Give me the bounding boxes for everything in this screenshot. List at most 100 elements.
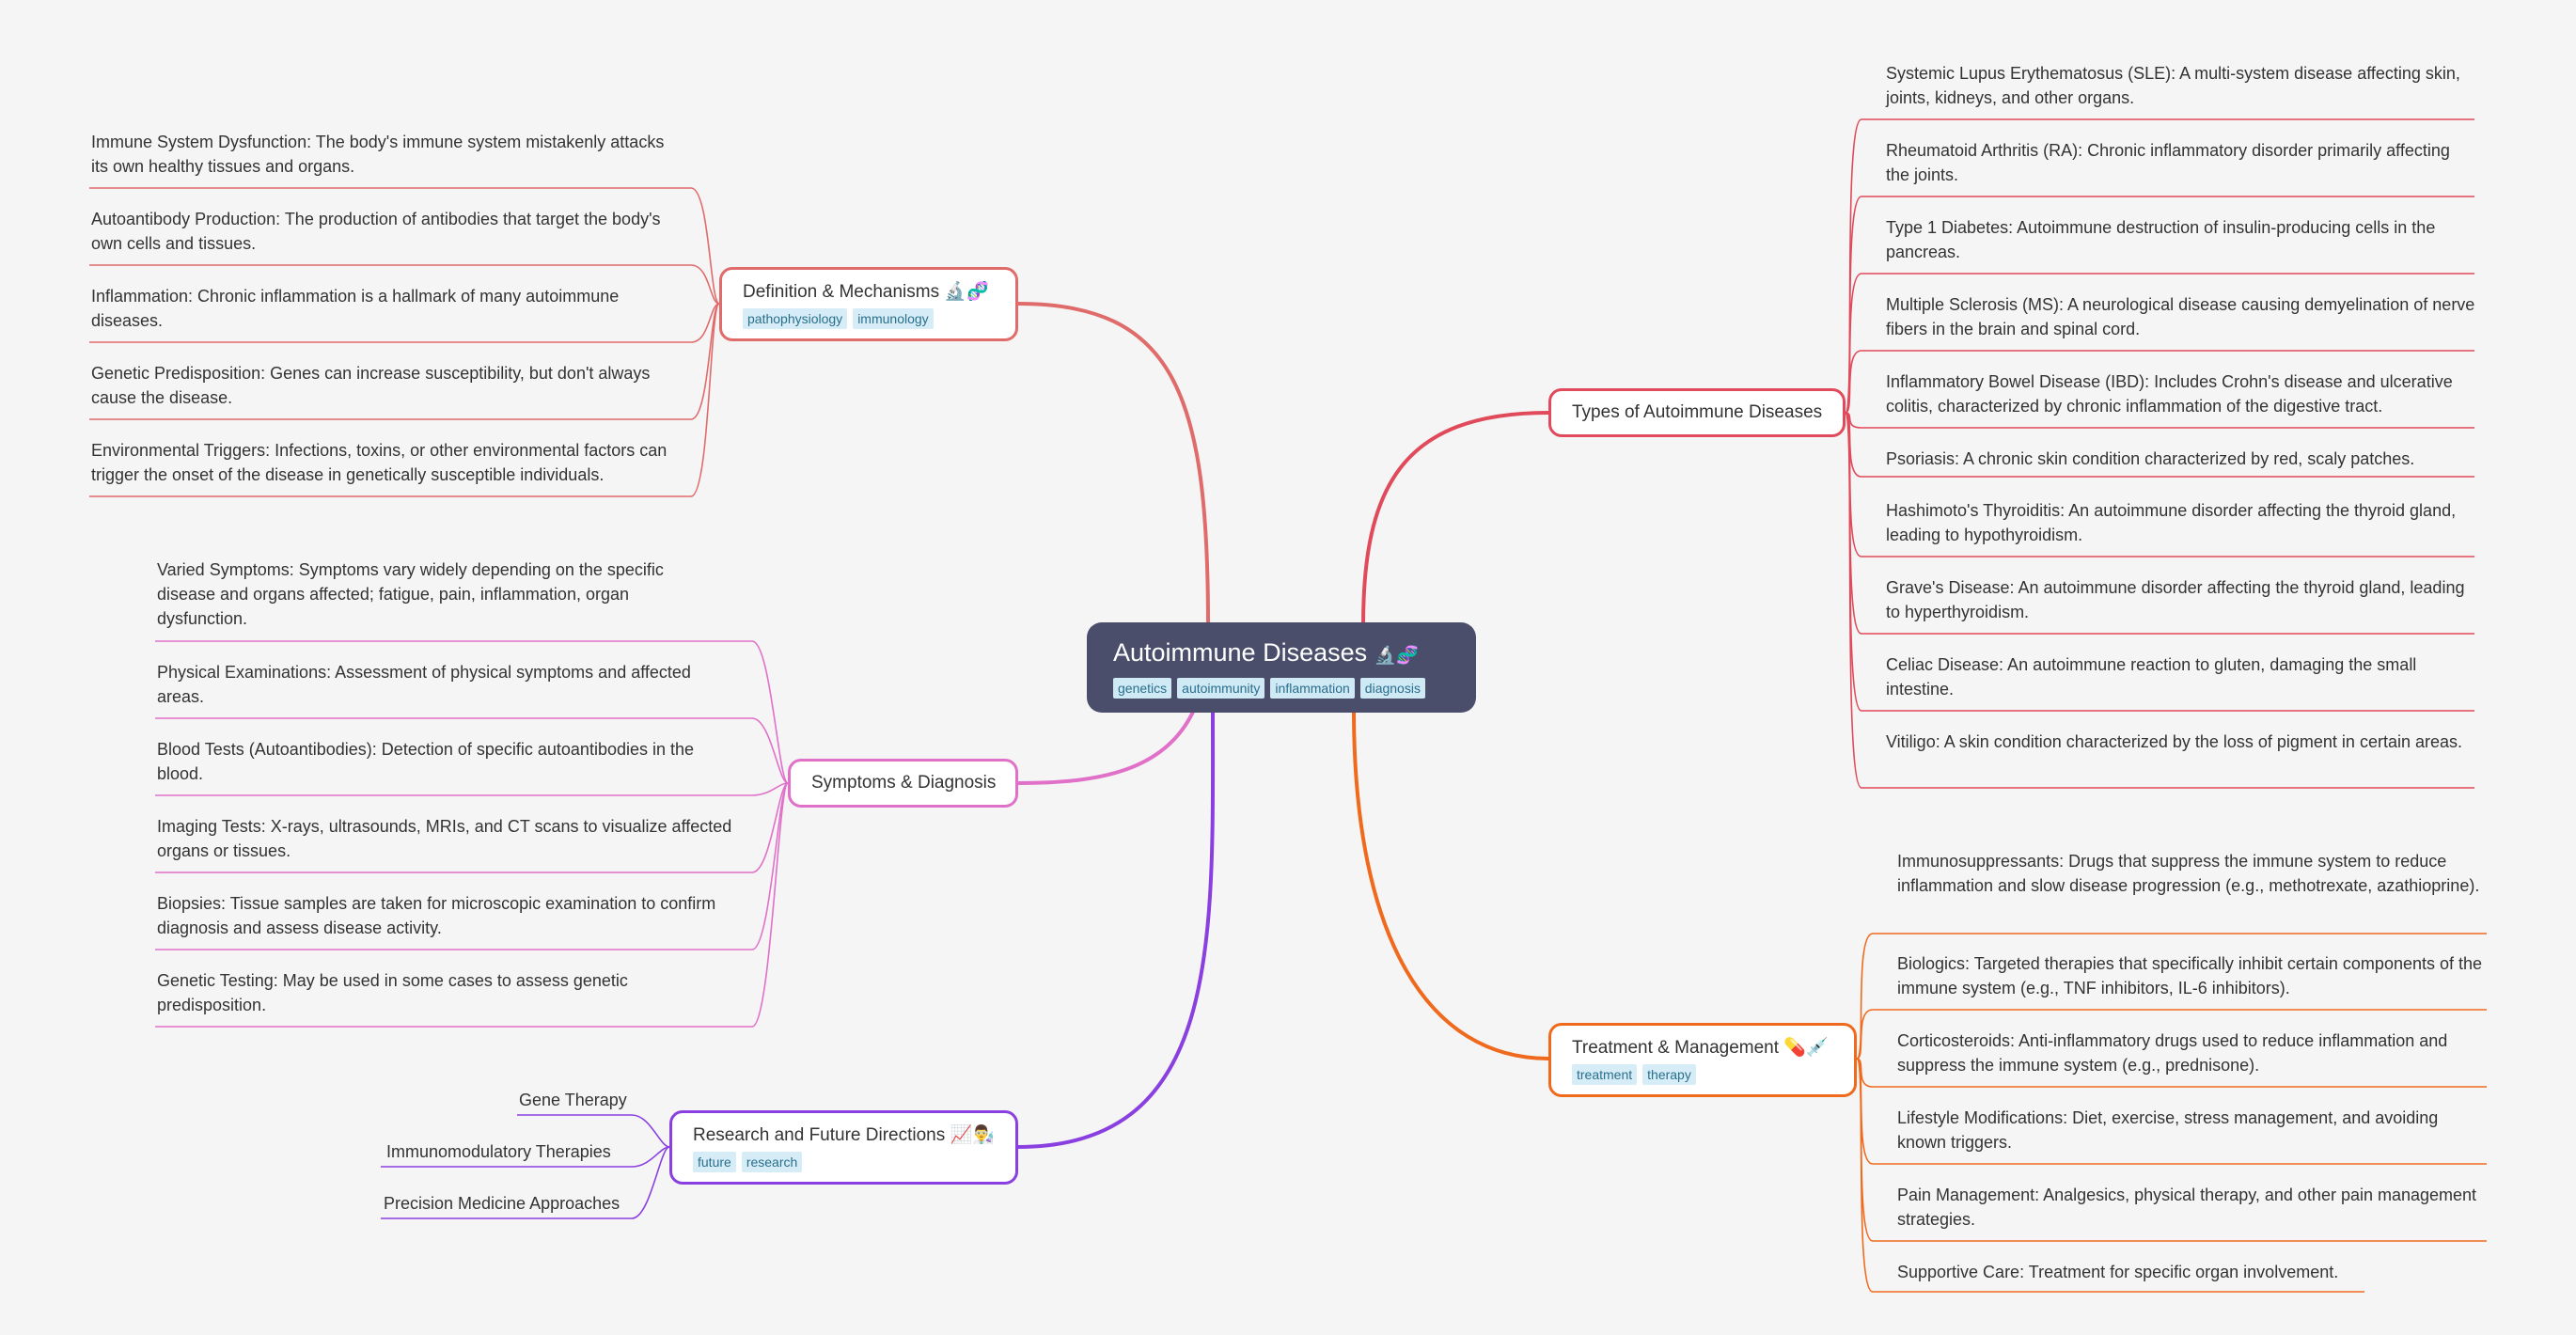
tag-pathophysiology[interactable]: pathophysiology — [743, 308, 848, 329]
leaf-immunomodulatory[interactable]: Immunomodulatory Therapies — [386, 1139, 611, 1170]
leaf-text: Immunomodulatory Therapies — [386, 1142, 611, 1161]
leaf-pain-management[interactable]: Pain Management: Analgesics, physical th… — [1897, 1183, 2490, 1237]
leaf-supportive-care[interactable]: Supportive Care: Treatment for specific … — [1897, 1260, 2461, 1290]
leaf-text: Inflammatory Bowel Disease (IBD): Includ… — [1886, 372, 2453, 416]
branch-treatment-management[interactable]: Treatment & Management 💊💉 treatment ther… — [1548, 1023, 1857, 1097]
microscope-dna-icon: 🔬🧬 — [1374, 645, 1419, 666]
leaf-text: Celiac Disease: An autoimmune reaction t… — [1886, 655, 2417, 699]
leaf-inflammation[interactable]: Inflammation: Chronic inflammation is a … — [91, 284, 674, 338]
connector-treatment-leaf-5 — [1856, 1058, 2364, 1293]
leaf-psoriasis[interactable]: Psoriasis: A chronic skin condition char… — [1886, 447, 2478, 477]
tag-treatment[interactable]: treatment — [1572, 1064, 1638, 1085]
branch-tags: treatment therapy — [1572, 1064, 1833, 1085]
connector-treatment-leaf-0 — [1856, 933, 2487, 1060]
connector-treatment-leaf-1 — [1856, 1009, 2487, 1060]
leaf-text: Biologics: Targeted therapies that speci… — [1897, 954, 2483, 997]
tag-autoimmunity[interactable]: autoimmunity — [1177, 678, 1265, 699]
leaf-type1-diabetes[interactable]: Type 1 Diabetes: Autoimmune destruction … — [1886, 215, 2478, 270]
leaf-text: Physical Examinations: Assessment of phy… — [157, 663, 691, 706]
leaf-environmental-triggers[interactable]: Environmental Triggers: Infections, toxi… — [91, 438, 674, 493]
connector-types-leaf-9 — [1845, 412, 2474, 789]
connector-research-leaf-1 — [381, 1146, 670, 1168]
leaf-sle[interactable]: Systemic Lupus Erythematosus (SLE): A mu… — [1886, 61, 2469, 116]
leaf-biologics[interactable]: Biologics: Targeted therapies that speci… — [1897, 951, 2490, 1006]
leaf-varied-symptoms[interactable]: Varied Symptoms: Symptoms vary widely de… — [157, 558, 712, 636]
leaf-text: Vitiligo: A skin condition characterized… — [1886, 732, 2463, 751]
leaf-text: Hashimoto's Thyroiditis: An autoimmune d… — [1886, 501, 2457, 544]
leaf-gene-therapy[interactable]: Gene Therapy — [519, 1088, 627, 1118]
leaf-immunosuppressants[interactable]: Immunosuppressants: Drugs that suppress … — [1897, 849, 2480, 903]
root-title-row: Autoimmune Diseases 🔬🧬 — [1113, 636, 1450, 672]
connector-definition-leaf-2 — [89, 303, 720, 343]
leaf-biopsies[interactable]: Biopsies: Tissue samples are taken for m… — [157, 891, 749, 946]
leaf-text: Biopsies: Tissue samples are taken for m… — [157, 894, 716, 937]
branch-title: Research and Future Directions — [693, 1125, 946, 1145]
leaf-text: Psoriasis: A chronic skin condition char… — [1886, 449, 2415, 468]
connector-root-types — [1361, 411, 1549, 626]
connector-symptoms-leaf-1 — [155, 717, 789, 784]
connector-symptoms-leaf-5 — [155, 782, 789, 1028]
connector-definition-leaf-1 — [89, 264, 720, 305]
leaf-immune-dysfunction[interactable]: Immune System Dysfunction: The body's im… — [91, 130, 674, 184]
leaf-corticosteroids[interactable]: Corticosteroids: Anti-inflammatory drugs… — [1897, 1029, 2490, 1083]
leaf-text: Imaging Tests: X-rays, ultrasounds, MRIs… — [157, 817, 732, 860]
tag-diagnosis[interactable]: diagnosis — [1359, 678, 1425, 699]
branch-title-row: Research and Future Directions 📈👨‍🔬 — [693, 1123, 995, 1148]
branch-title: Types of Autoimmune Diseases — [1572, 402, 1823, 422]
microscope-dna-icon: 🔬🧬 — [944, 281, 989, 302]
leaf-text: Precision Medicine Approaches — [384, 1194, 620, 1213]
leaf-text: Immunosuppressants: Drugs that suppress … — [1897, 852, 2480, 895]
leaf-ra[interactable]: Rheumatoid Arthritis (RA): Chronic infla… — [1886, 138, 2469, 193]
tag-research[interactable]: research — [741, 1152, 803, 1172]
connector-root-treatment — [1352, 709, 1549, 1060]
leaf-vitiligo[interactable]: Vitiligo: A skin condition characterized… — [1886, 730, 2469, 760]
leaf-graves[interactable]: Grave's Disease: An autoimmune disorder … — [1886, 575, 2469, 630]
branch-definition-mechanisms[interactable]: Definition & Mechanisms 🔬🧬 pathophysiolo… — [719, 267, 1018, 341]
leaf-autoantibody-production[interactable]: Autoantibody Production: The production … — [91, 207, 674, 261]
root-node[interactable]: Autoimmune Diseases 🔬🧬 genetics autoimmu… — [1087, 622, 1476, 713]
leaf-genetic-predisposition[interactable]: Genetic Predisposition: Genes can increa… — [91, 361, 674, 416]
tag-genetics[interactable]: genetics — [1113, 678, 1172, 699]
tag-immunology[interactable]: immunology — [853, 308, 934, 329]
branch-title: Definition & Mechanisms — [743, 282, 940, 302]
leaf-lifestyle[interactable]: Lifestyle Modifications: Diet, exercise,… — [1897, 1106, 2490, 1160]
leaf-imaging-tests[interactable]: Imaging Tests: X-rays, ultrasounds, MRIs… — [157, 814, 749, 869]
connector-symptoms-leaf-3 — [155, 782, 789, 873]
connector-research-leaf-0 — [517, 1114, 670, 1148]
leaf-celiac[interactable]: Celiac Disease: An autoimmune reaction t… — [1886, 652, 2469, 707]
branch-tags: pathophysiology immunology — [743, 308, 995, 329]
leaf-hashimotos[interactable]: Hashimoto's Thyroiditis: An autoimmune d… — [1886, 498, 2469, 553]
leaf-text: Corticosteroids: Anti-inflammatory drugs… — [1897, 1031, 2448, 1075]
connector-symptoms-leaf-0 — [155, 640, 789, 784]
root-tags: genetics autoimmunity inflammation diagn… — [1113, 678, 1450, 699]
branch-title-row: Definition & Mechanisms 🔬🧬 — [743, 279, 995, 305]
leaf-text: Grave's Disease: An autoimmune disorder … — [1886, 578, 2465, 621]
leaf-ms[interactable]: Multiple Sclerosis (MS): A neurological … — [1886, 292, 2478, 347]
chart-scientist-icon: 📈👨‍🔬 — [950, 1124, 995, 1145]
leaf-text: Rheumatoid Arthritis (RA): Chronic infla… — [1886, 141, 2450, 184]
leaf-text: Pain Management: Analgesics, physical th… — [1897, 1186, 2477, 1229]
branch-tags: future research — [693, 1152, 995, 1172]
leaf-text: Immune System Dysfunction: The body's im… — [91, 133, 665, 176]
leaf-text: Supportive Care: Treatment for specific … — [1897, 1263, 2339, 1281]
branch-symptoms-diagnosis[interactable]: Symptoms & Diagnosis — [788, 759, 1018, 808]
leaf-precision-medicine[interactable]: Precision Medicine Approaches — [384, 1191, 620, 1221]
branch-types-of-diseases[interactable]: Types of Autoimmune Diseases — [1548, 388, 1846, 437]
leaf-genetic-testing[interactable]: Genetic Testing: May be used in some cas… — [157, 968, 712, 1023]
leaf-text: Systemic Lupus Erythematosus (SLE): A mu… — [1886, 64, 2460, 107]
tag-therapy[interactable]: therapy — [1642, 1064, 1696, 1085]
connector-root-definition — [1017, 302, 1210, 626]
tag-future[interactable]: future — [693, 1152, 736, 1172]
leaf-ibd[interactable]: Inflammatory Bowel Disease (IBD): Includ… — [1886, 369, 2478, 424]
branch-research-future[interactable]: Research and Future Directions 📈👨‍🔬 futu… — [669, 1110, 1018, 1185]
leaf-text: Genetic Testing: May be used in some cas… — [157, 971, 628, 1014]
tag-inflammation[interactable]: inflammation — [1270, 678, 1355, 699]
connector-treatment-leaf-2 — [1856, 1058, 2487, 1088]
root-title: Autoimmune Diseases — [1113, 638, 1368, 667]
leaf-physical-examinations[interactable]: Physical Examinations: Assessment of phy… — [157, 660, 712, 715]
leaf-text: Genetic Predisposition: Genes can increa… — [91, 364, 651, 407]
leaf-text: Gene Therapy — [519, 1091, 627, 1109]
leaf-text: Lifestyle Modifications: Diet, exercise,… — [1897, 1108, 2439, 1152]
leaf-blood-tests[interactable]: Blood Tests (Autoantibodies): Detection … — [157, 737, 712, 792]
connector-definition-leaf-0 — [89, 187, 720, 305]
